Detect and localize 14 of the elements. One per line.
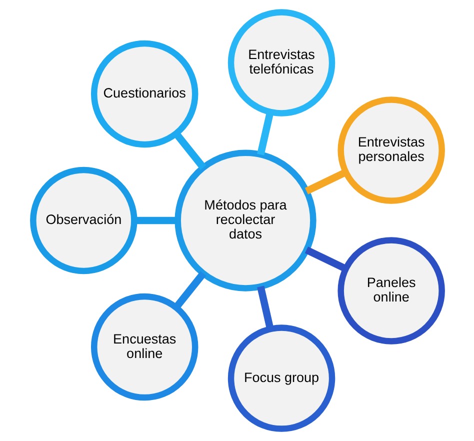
node-circle: Cuestionarios xyxy=(90,40,198,148)
connector xyxy=(304,168,347,194)
node-circle: Métodos para recolectar datos xyxy=(174,150,316,292)
node-circle: Paneles online xyxy=(337,237,444,344)
node-circle: Focus group xyxy=(227,324,335,432)
node-circle: Encuestas online xyxy=(90,293,198,401)
node-circle: Entrevistas personales xyxy=(337,96,444,204)
connector xyxy=(172,131,206,170)
node-circle: Entrevistas telefónicas xyxy=(227,9,335,116)
node-circle: Observación xyxy=(30,166,137,274)
connector xyxy=(304,246,347,272)
connector xyxy=(256,111,274,156)
connector xyxy=(172,271,206,310)
connector xyxy=(256,286,274,330)
